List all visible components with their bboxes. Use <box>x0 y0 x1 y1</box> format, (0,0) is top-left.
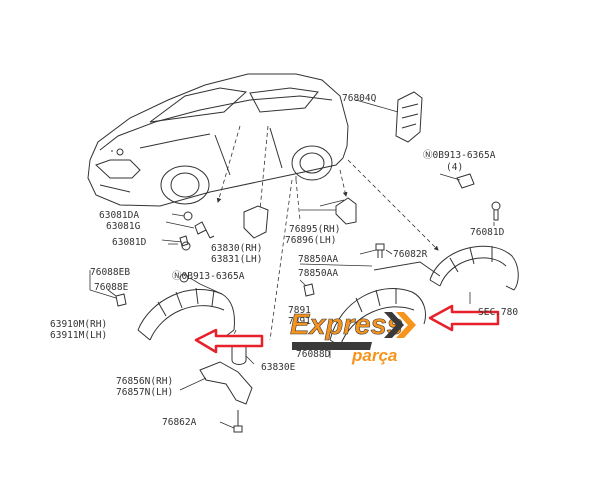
label-08913-top-qty: (4) <box>446 162 463 173</box>
label-76081D-right: 76081D <box>470 227 505 238</box>
part-rear-inner-liner <box>303 261 441 347</box>
express-parca-logo: Express parça <box>290 309 416 365</box>
label-7891-2: 7891 <box>288 316 311 327</box>
part-76856N-bracket <box>199 343 253 433</box>
part-labels: 76804Q Ⓝ0B913-6365A (4) 76081D 63081DA 6… <box>50 93 518 428</box>
label-76857N-lh: 76857N(LH) <box>116 387 173 398</box>
logo-parca-text: parça <box>351 346 397 365</box>
vehicle-outline <box>87 73 349 207</box>
label-sec780: SEC.780 <box>478 307 518 318</box>
part-front-clips <box>179 211 215 283</box>
label-76804Q: 76804Q <box>342 93 377 104</box>
part-76804Q-bracket <box>395 91 423 143</box>
label-78850AA-1: 78850AA <box>298 254 338 265</box>
label-63081DA: 63081DA <box>99 210 139 221</box>
highlight-arrow-front <box>194 328 264 354</box>
label-63830E: 63830E <box>261 362 296 373</box>
part-sec780-arch <box>429 245 519 291</box>
label-76088EB: 76088EB <box>90 267 130 278</box>
label-76895-rh: 76895(RH) <box>289 224 340 235</box>
part-76895-mudflap <box>335 197 357 225</box>
label-63081D: 63081D <box>112 237 147 248</box>
label-76082R: 76082R <box>393 249 428 260</box>
label-78850AA-2: 78850AA <box>298 268 338 279</box>
label-63831-lh: 63831(LH) <box>211 254 262 265</box>
label-76088E: 76088E <box>94 282 129 293</box>
label-76088D: 76088D <box>296 349 331 360</box>
label-08913-top: Ⓝ0B913-6365A <box>423 150 496 161</box>
leader-lines <box>89 99 495 429</box>
part-63830-mudflap <box>243 205 269 239</box>
highlight-arrow-rear <box>428 304 500 332</box>
double-chevron-icon <box>384 312 416 338</box>
label-63830-rh: 63830(RH) <box>211 243 262 254</box>
part-76082R-clip <box>375 243 385 258</box>
label-63911M-lh: 63911M(LH) <box>50 330 107 341</box>
logo-express-text: Express <box>290 309 403 341</box>
label-76862A: 76862A <box>162 417 197 428</box>
label-08913-front: Ⓝ0B913-6365A <box>172 271 245 282</box>
label-63910M-rh: 63910M(RH) <box>50 319 107 330</box>
part-clip-right <box>456 173 501 221</box>
label-76896-lh: 76896(LH) <box>285 235 336 246</box>
label-76856N-rh: 76856N(RH) <box>116 376 173 387</box>
label-63081G: 63081G <box>106 221 141 232</box>
label-7891-1: 7891 <box>288 305 311 316</box>
